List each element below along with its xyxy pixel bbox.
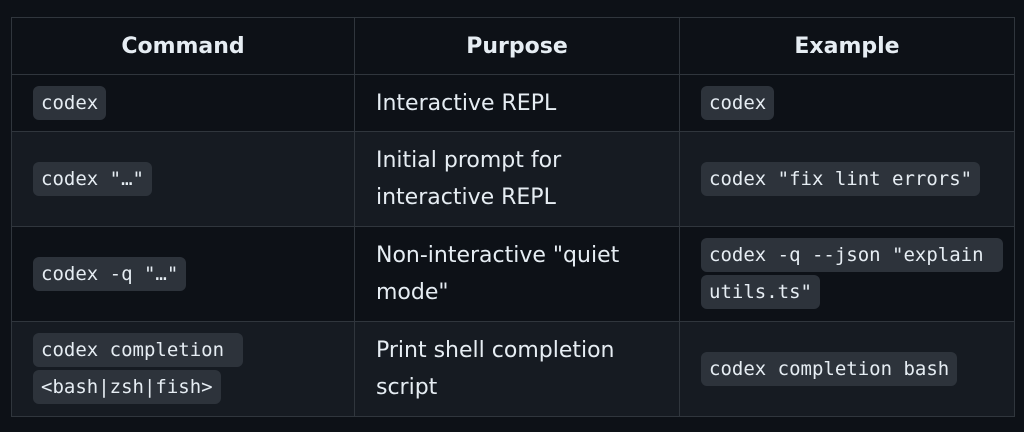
header-example: Example: [679, 17, 1015, 75]
example-code: codex -q --json "explain utils.ts": [701, 238, 1003, 309]
example-cell: codex -q --json "explain utils.ts": [679, 226, 1015, 322]
table-header: Command Purpose Example: [11, 17, 1015, 75]
command-code: codex: [33, 85, 107, 120]
command-cell: codex -q "…": [11, 226, 355, 322]
example-code: codex completion bash: [701, 351, 958, 386]
table-row: codex -q "…" Non-interactive "quiet mode…: [11, 226, 1015, 322]
purpose-text: Non-interactive "quiet mode": [376, 243, 620, 305]
purpose-cell: Non-interactive "quiet mode": [354, 226, 680, 322]
command-cell: codex completion <bash|zsh|fish>: [11, 321, 355, 417]
purpose-cell: Print shell completion script: [354, 321, 680, 417]
header-purpose: Purpose: [354, 17, 680, 75]
command-cell: codex "…": [11, 131, 355, 227]
command-code: codex completion <bash|zsh|fish>: [33, 333, 244, 404]
example-cell: codex completion bash: [679, 321, 1015, 417]
example-code: codex "fix lint errors": [701, 161, 981, 196]
table-row: codex "…" Initial prompt for interactive…: [11, 131, 1015, 227]
example-code: codex: [701, 85, 775, 120]
table-row: codex completion <bash|zsh|fish> Print s…: [11, 321, 1015, 417]
header-row: Command Purpose Example: [11, 17, 1015, 75]
header-command: Command: [11, 17, 355, 75]
command-code: codex -q "…": [33, 256, 187, 291]
purpose-cell: Initial prompt for interactive REPL: [354, 131, 680, 227]
purpose-text: Interactive REPL: [376, 90, 557, 116]
table-row: codex Interactive REPL codex: [11, 74, 1015, 132]
purpose-cell: Interactive REPL: [354, 74, 680, 132]
commands-table: Command Purpose Example codex Interactiv…: [11, 17, 1015, 417]
table-body: codex Interactive REPL codex codex "…" I…: [11, 74, 1015, 417]
example-cell: codex "fix lint errors": [679, 131, 1015, 227]
command-code: codex "…": [33, 161, 152, 196]
purpose-text: Initial prompt for interactive REPL: [376, 148, 562, 210]
example-cell: codex: [679, 74, 1015, 132]
command-cell: codex: [11, 74, 355, 132]
purpose-text: Print shell completion script: [376, 338, 615, 400]
